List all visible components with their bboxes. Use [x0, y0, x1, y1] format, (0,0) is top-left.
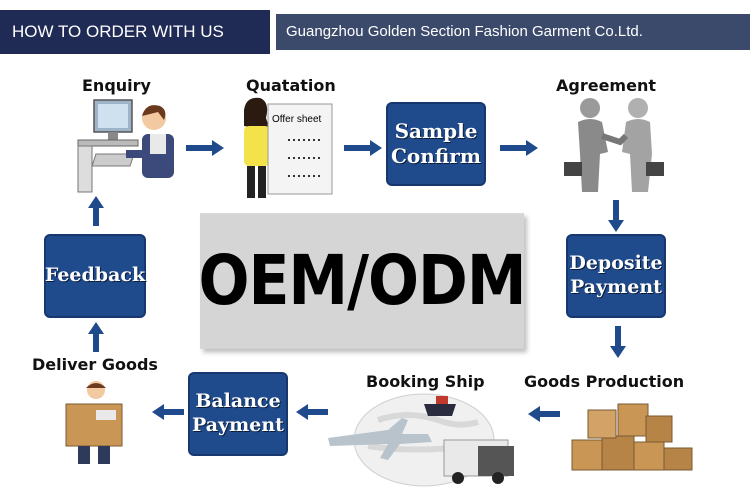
feedback-box: Feedback: [44, 234, 146, 318]
arrow-up-icon: [88, 322, 104, 352]
deposite-payment-line2: Payment: [570, 276, 662, 298]
sample-confirm-line1: Sample: [394, 119, 478, 143]
person-at-computer-icon: [77, 99, 174, 193]
arrow-left-icon: [152, 404, 184, 420]
arrow-right-icon: [344, 140, 382, 156]
company-name: Guangzhou Golden Section Fashion Garment…: [276, 14, 750, 50]
woman-with-offer-sheet-icon: Offer sheet: [244, 97, 333, 198]
feedback-text: Feedback: [44, 264, 146, 287]
arrow-left-icon: [296, 404, 328, 420]
offer-sheet-text: Offer sheet: [272, 114, 322, 125]
agreement-label: Agreement: [556, 76, 656, 95]
enquiry-label: Enquiry: [82, 76, 151, 95]
quatation-label: Quatation: [246, 76, 336, 95]
goods-production-label: Goods Production: [524, 372, 685, 391]
sample-confirm-line2: Confirm: [390, 144, 482, 168]
arrow-down-icon: [610, 326, 626, 358]
deposite-payment-box: Deposite Payment: [566, 234, 666, 318]
handshake-icon: [564, 98, 664, 192]
booking-ship-label: Booking Ship: [366, 372, 485, 391]
deposite-payment-line1: Deposite: [569, 252, 663, 275]
oem-odm-banner: OEM/ODM: [198, 213, 527, 349]
arrow-right-icon: [500, 140, 538, 156]
cardboard-boxes-icon: [571, 403, 693, 471]
arrow-right-icon: [186, 140, 224, 156]
balance-payment-box: Balance Payment: [188, 372, 288, 456]
arrow-left-icon: [528, 406, 560, 422]
balance-payment-line2: Payment: [192, 414, 284, 436]
header-title: HOW TO ORDER WITH US: [0, 10, 270, 54]
balance-payment-line1: Balance: [195, 390, 281, 413]
delivery-person-icon: [65, 381, 123, 464]
arrow-down-icon: [608, 200, 624, 232]
sample-confirm-box: Sample Confirm: [386, 102, 486, 186]
shipping-logistics-icon: [328, 393, 514, 487]
deliver-goods-label: Deliver Goods: [32, 355, 158, 374]
arrow-up-icon: [88, 196, 104, 226]
